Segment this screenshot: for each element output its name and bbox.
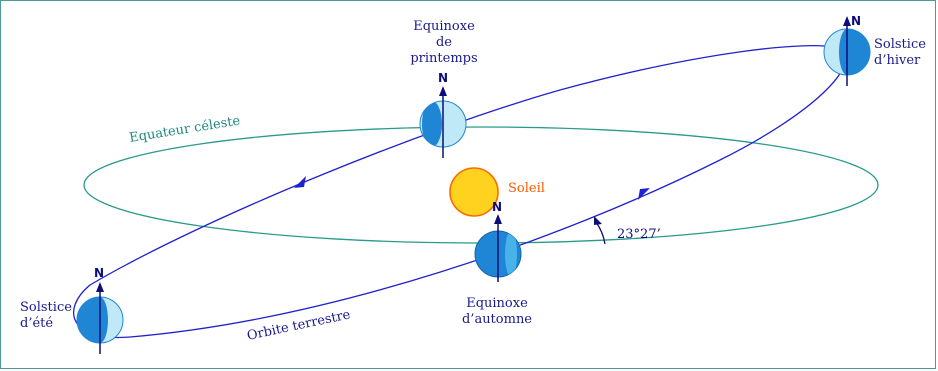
north-label-summer: N <box>94 266 104 280</box>
spring-equinox-label: Equinoxe de printemps <box>389 19 499 67</box>
earth-summer-solstice <box>77 282 123 354</box>
north-label-winter: N <box>851 14 861 28</box>
earth-autumn-equinox <box>475 214 521 282</box>
autumn-equinox-label: Equinoxe d’automne <box>452 296 542 328</box>
north-label-autumn: N <box>492 200 502 214</box>
orbit-label: Orbite terrestre <box>246 307 352 344</box>
north-label-spring: N <box>438 71 448 85</box>
summer-solstice-label: Solstice d’été <box>20 300 80 332</box>
angle-arrow-head <box>594 216 602 225</box>
winter-solstice-label: Solstice d’hiver <box>874 37 934 69</box>
earth-winter-solstice <box>824 16 870 86</box>
earth-spring-equinox <box>420 86 466 158</box>
sun-label: Soleil <box>508 181 545 197</box>
angle-label: 23°27’ <box>617 227 661 243</box>
sun-disc <box>450 168 498 216</box>
